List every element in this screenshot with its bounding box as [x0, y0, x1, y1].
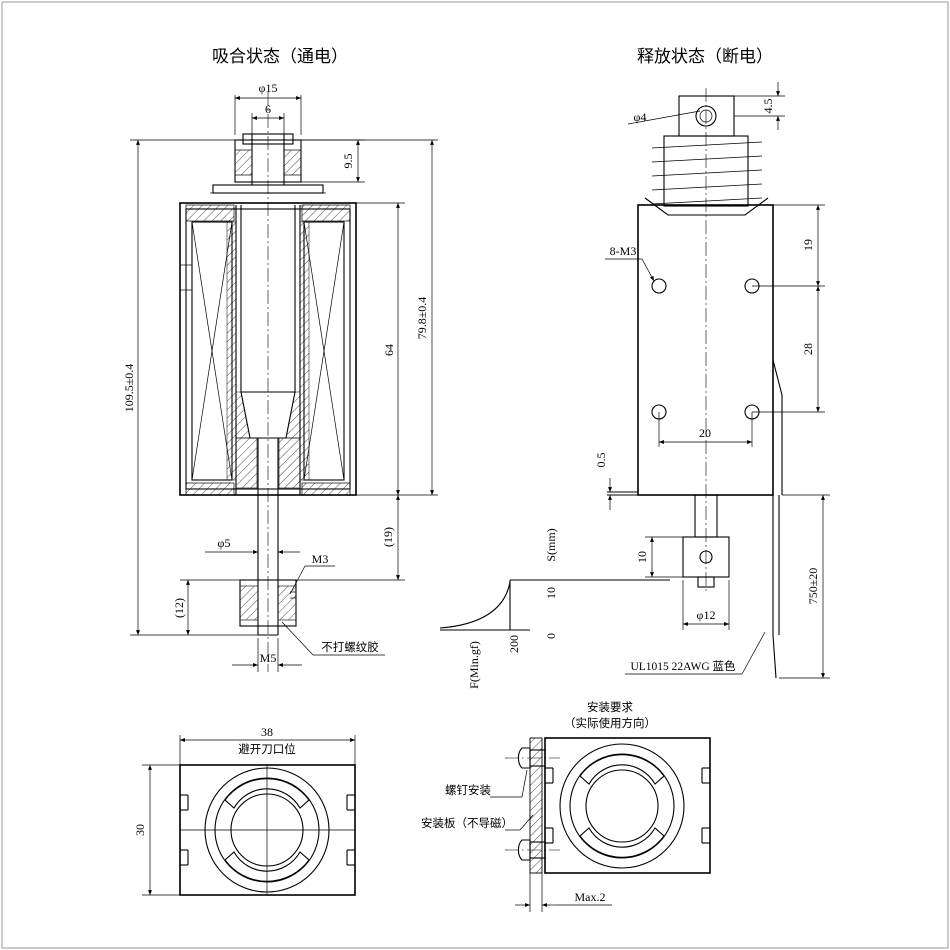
req-title: 安装要求	[587, 700, 633, 714]
note-screw: 螺钉安装	[445, 783, 491, 797]
dim-m3: M3	[312, 552, 329, 566]
title-energized: 吸合状态（通电）	[212, 47, 348, 66]
dim-phi4: φ4	[634, 110, 647, 124]
dim-109-5: 109.5±0.4	[122, 364, 136, 413]
dim-6: 6	[265, 102, 271, 116]
dim-12: (12)	[172, 598, 186, 618]
dim-30: 30	[133, 824, 147, 836]
dim-8-m3: 8-M3	[610, 244, 637, 258]
dim-10: 10	[635, 551, 649, 563]
bottom-right-dimensions: 安装要求 （实际使用方向） 螺钉安装 安装板（不导磁） Max.2	[421, 700, 656, 912]
dim-19-side: 19	[801, 239, 815, 251]
bottom-left-end-view	[179, 764, 356, 896]
dim-m5: M5	[260, 651, 277, 665]
dim-phi5: φ5	[218, 536, 231, 550]
force-graph-x-label: S(mm)	[544, 528, 558, 561]
force-graph-x-tick-0: 0	[544, 633, 558, 639]
force-graph-y-tick-200: 200	[507, 635, 521, 653]
note-no-glue: 不打螺纹胶	[321, 640, 379, 654]
force-graph-y-label: F(Min.gf)	[467, 641, 481, 689]
front-view	[179, 92, 357, 672]
mounting-plate	[529, 737, 543, 874]
dim-max2: Max.2	[575, 890, 606, 904]
force-graph: S(mm) 10 0 F(Min.gf) 200	[439, 528, 670, 689]
title-released: 释放状态（断电）	[637, 47, 773, 66]
note-clearance: 避开刀口位	[238, 742, 296, 756]
dim-28: 28	[801, 343, 815, 355]
dim-4-5: 4.5	[761, 99, 775, 114]
dim-79-8: 79.8±0.4	[415, 297, 429, 340]
dim-9-5: 9.5	[341, 154, 355, 169]
req-subtitle: （实际使用方向）	[564, 716, 656, 730]
front-view-dimensions: φ15 6 9.5 109.5±0.4 79.8±0.4 64 (19) φ5	[122, 81, 438, 672]
side-view	[607, 88, 783, 679]
dim-64: 64	[382, 344, 396, 356]
dim-0-5: 0.5	[594, 453, 608, 468]
force-graph-x-tick-10: 10	[544, 587, 558, 599]
side-view-dimensions: φ4 4.5 8-M3 19 28 20 0.5 10	[594, 82, 830, 679]
note-wire: UL1015 22AWG 蓝色	[630, 659, 736, 673]
dim-phi15: φ15	[259, 81, 278, 95]
bottom-left-dimensions: 38 避开刀口位 30	[133, 725, 356, 896]
dim-19-front: (19)	[381, 527, 395, 547]
bottom-right-install-view	[505, 737, 711, 874]
note-plate: 安装板（不导磁）	[421, 816, 513, 830]
dim-phi12: φ12	[697, 608, 716, 622]
dim-20: 20	[699, 426, 711, 440]
force-curve	[439, 581, 511, 629]
dim-38: 38	[261, 725, 273, 739]
dim-750: 750±20	[806, 568, 820, 605]
